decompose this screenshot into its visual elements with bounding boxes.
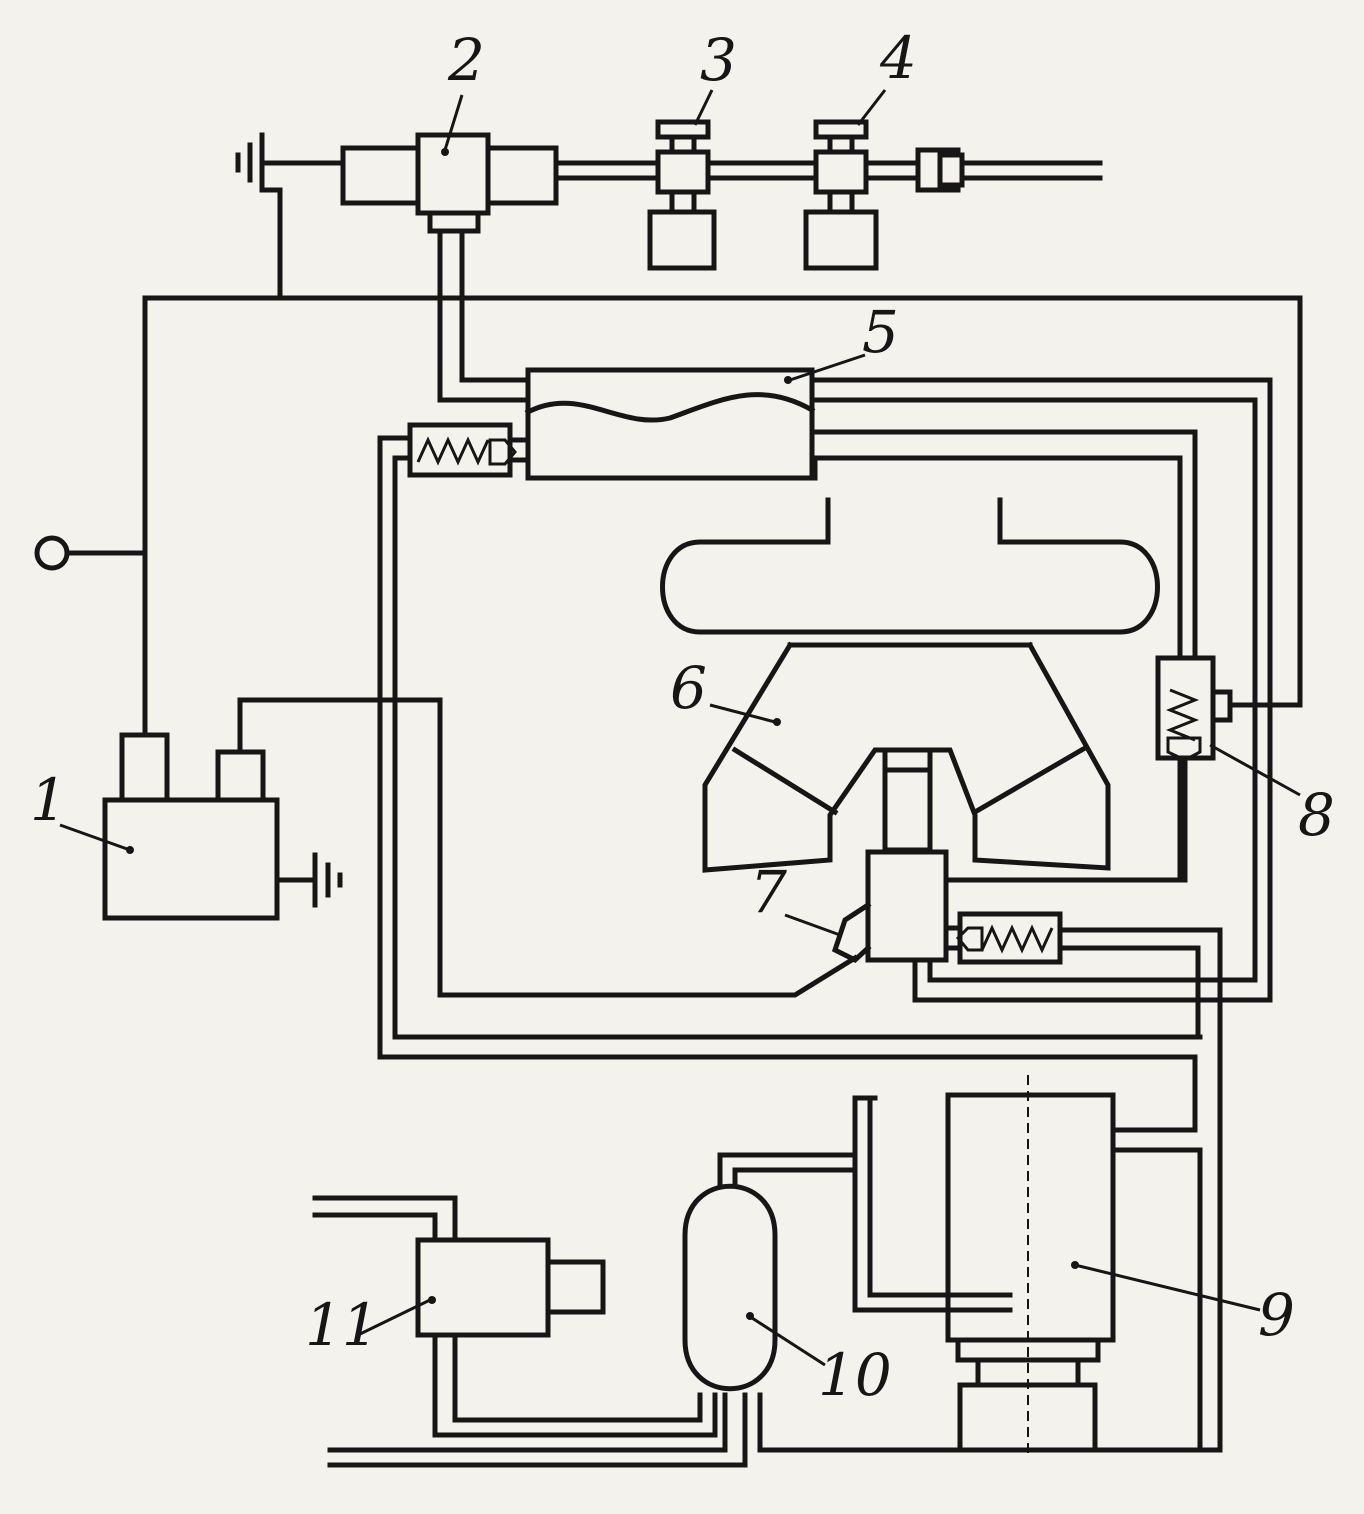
- callout-2: 2: [447, 26, 485, 94]
- callout-9: 9: [1258, 1281, 1295, 1349]
- ground-icon: [235, 132, 265, 193]
- wiring-main: [65, 187, 1303, 738]
- callout-1: 1: [30, 766, 67, 834]
- unit-11: [312, 1195, 718, 1438]
- unit-10: [327, 1152, 858, 1468]
- ground-icon: [312, 852, 343, 908]
- unit-6-body: [660, 497, 1160, 873]
- unit-8: [1155, 655, 1233, 883]
- callout-10: 10: [818, 1341, 892, 1409]
- valve-3: [647, 119, 717, 271]
- callout-3: 3: [700, 26, 737, 94]
- callout-8: 8: [1298, 781, 1335, 849]
- callout-11: 11: [305, 1291, 379, 1359]
- unit-1: [102, 732, 343, 921]
- spring-icon: [407, 422, 517, 478]
- membrane-unit-5: [377, 367, 1273, 1133]
- callout-6: 6: [670, 654, 707, 722]
- callout-7: 7: [750, 858, 787, 926]
- callouts: 1 2 3 4 5 6 7 8 9 10 11: [30, 24, 1335, 1409]
- top-shaft-assembly: [235, 119, 1103, 271]
- unit-7: [237, 697, 1223, 1453]
- spring-icon: [955, 911, 1063, 965]
- valve-4: [803, 119, 879, 271]
- callout-5: 5: [862, 298, 899, 366]
- terminal-circle-icon: [34, 535, 70, 571]
- callout-4: 4: [879, 24, 917, 92]
- unit-2-box: [415, 132, 491, 216]
